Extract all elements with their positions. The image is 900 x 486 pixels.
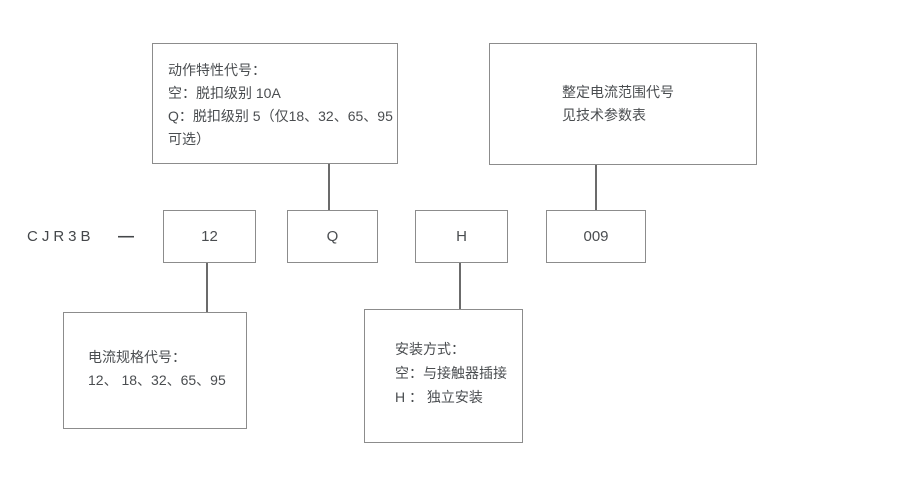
code-box-current-range: 009 xyxy=(546,210,646,263)
connector-action-to-q xyxy=(328,164,330,210)
callout-action-line: 动作特性代号： xyxy=(168,62,266,78)
connector-range-to-009 xyxy=(595,165,597,210)
model-prefix-label: CJR3B xyxy=(27,228,95,245)
callout-range-line: 整定电流范围代号 xyxy=(562,84,674,100)
code-box-action-characteristic: Q xyxy=(287,210,378,263)
code-box-mounting: H xyxy=(415,210,508,263)
callout-mount-line: 安装方式： xyxy=(395,341,465,357)
callout-mount-line: 空：与接触器插接 xyxy=(395,365,507,381)
callout-current-range: 整定电流范围代号 见技术参数表 xyxy=(489,43,757,165)
callout-current-spec: 电流规格代号： 12、 18、32、65、95 xyxy=(63,312,247,429)
callout-range-line: 见技术参数表 xyxy=(562,107,646,123)
callout-mount-line: H ： 独立安装 xyxy=(395,389,483,405)
callout-spec-line: 电流规格代号： xyxy=(88,349,186,365)
connector-12-to-spec xyxy=(206,263,208,312)
dash-separator: — xyxy=(118,227,134,245)
code-box-current-spec: 12 xyxy=(163,210,256,263)
callout-action-characteristic: 动作特性代号： 空：脱扣级别 10A Q：脱扣级别 5（仅18、32、65、95… xyxy=(152,43,398,164)
callout-action-line: Q：脱扣级别 5（仅18、32、65、95 xyxy=(168,108,393,124)
connector-h-to-mounting xyxy=(459,263,461,309)
callout-action-line: 可选） xyxy=(168,131,210,147)
callout-mounting-method: 安装方式： 空：与接触器插接 H ： 独立安装 xyxy=(364,309,523,443)
callout-action-line: 空：脱扣级别 10A xyxy=(168,85,281,101)
callout-spec-line: 12、 18、32、65、95 xyxy=(88,372,226,388)
